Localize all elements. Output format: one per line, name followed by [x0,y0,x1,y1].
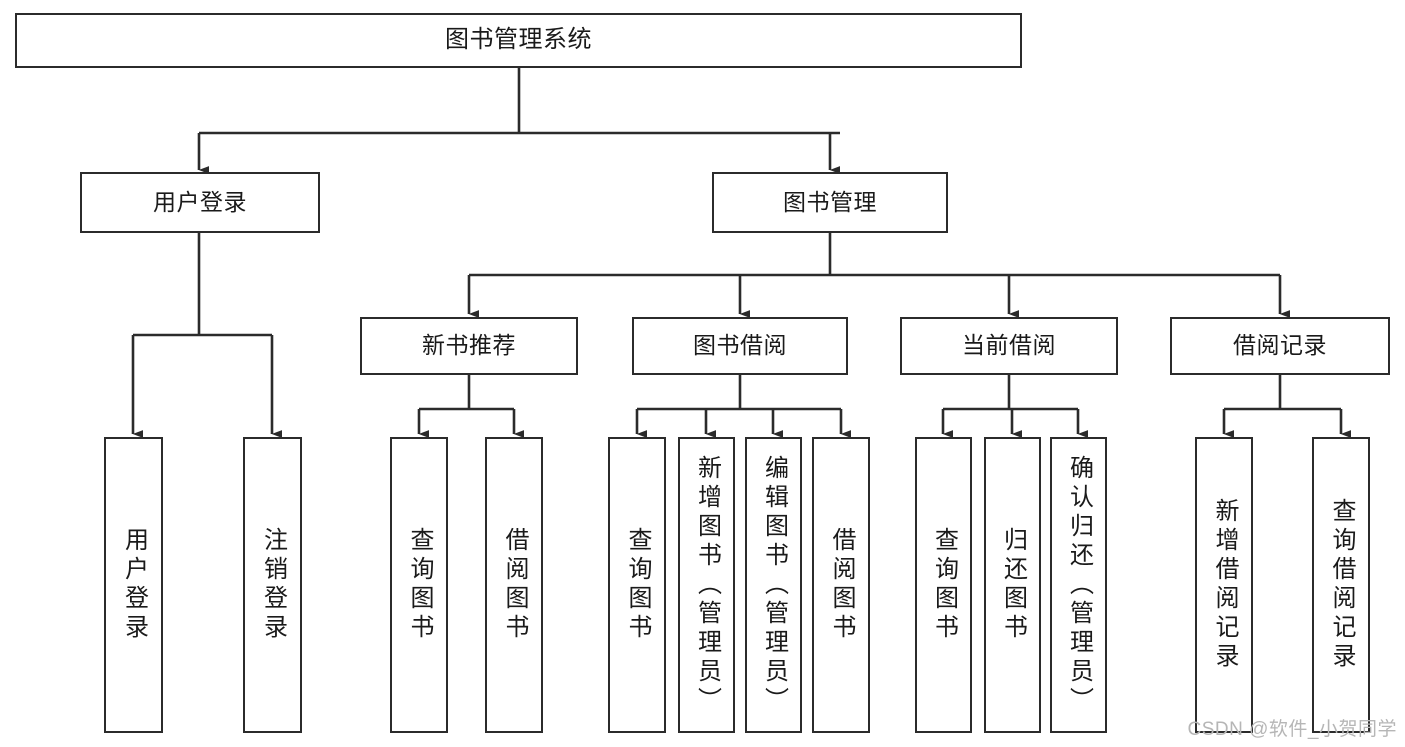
node-book-borrow-label: 图书借阅 [693,332,787,359]
node-user-login-label: 用户登录 [153,188,247,215]
leaf-new-book-borrow-label: 借阅图书 [501,527,528,643]
leaf-borrow-query-book-label: 查询图书 [624,527,651,643]
leaf-current-confirm-return-label: 确认归还（管理员） [1065,454,1093,716]
leaf-user-login-logout[interactable]: 注销登录 [243,437,302,733]
leaf-current-confirm-return[interactable]: 确认归还（管理员） [1050,437,1107,733]
node-new-book-recommend-label: 新书推荐 [422,332,516,359]
leaf-user-login-login[interactable]: 用户登录 [104,437,163,733]
leaf-current-query-book-label: 查询图书 [930,527,958,643]
leaf-new-book-query[interactable]: 查询图书 [390,437,448,733]
leaf-borrow-add-book-label: 新增图书（管理员） [693,454,721,716]
leaf-borrow-edit-book-label: 编辑图书（管理员） [760,454,788,716]
leaf-record-add-label: 新增借阅记录 [1211,498,1238,672]
node-current-borrow-label: 当前借阅 [962,332,1056,359]
node-book-borrow[interactable]: 图书借阅 [632,317,848,375]
node-root-system[interactable]: 图书管理系统 [15,13,1022,68]
csdn-watermark: CSDN @软件_小贺同学 [1187,719,1397,740]
leaf-record-query-label: 查询借阅记录 [1328,498,1355,672]
leaf-user-login-login-label: 用户登录 [120,527,148,643]
leaf-new-book-borrow[interactable]: 借阅图书 [485,437,543,733]
node-current-borrow[interactable]: 当前借阅 [900,317,1118,375]
leaf-borrow-add-book[interactable]: 新增图书（管理员） [678,437,735,733]
leaf-current-return-book[interactable]: 归还图书 [984,437,1041,733]
leaf-record-query[interactable]: 查询借阅记录 [1312,437,1370,733]
node-new-book-recommend[interactable]: 新书推荐 [360,317,578,375]
node-book-management-label: 图书管理 [783,188,877,215]
leaf-record-add[interactable]: 新增借阅记录 [1195,437,1253,733]
leaf-new-book-query-label: 查询图书 [406,527,433,643]
leaf-borrow-query-book[interactable]: 查询图书 [608,437,666,733]
node-root-system-label: 图书管理系统 [445,26,592,54]
node-user-login[interactable]: 用户登录 [80,172,320,233]
leaf-borrow-borrow-book-label: 借阅图书 [828,527,855,643]
leaf-borrow-borrow-book[interactable]: 借阅图书 [812,437,870,733]
node-book-management[interactable]: 图书管理 [712,172,948,233]
node-borrow-record-label: 借阅记录 [1233,332,1327,359]
leaf-current-query-book[interactable]: 查询图书 [915,437,972,733]
leaf-current-return-book-label: 归还图书 [999,527,1027,643]
node-borrow-record[interactable]: 借阅记录 [1170,317,1390,375]
leaf-user-login-logout-label: 注销登录 [259,527,287,643]
leaf-borrow-edit-book[interactable]: 编辑图书（管理员） [745,437,802,733]
